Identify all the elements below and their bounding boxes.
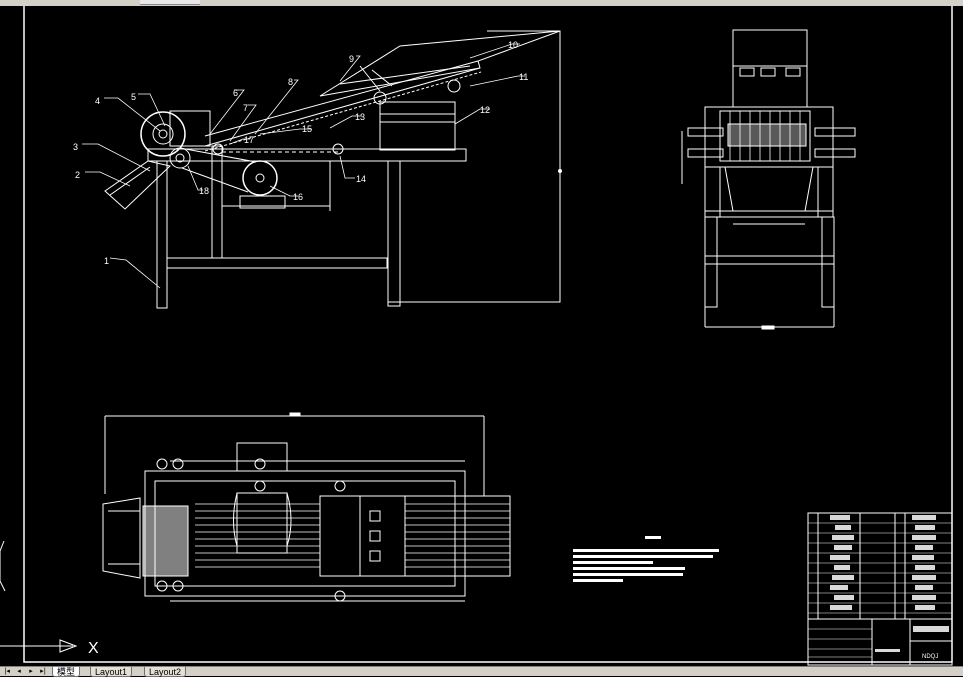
part-label-13: 13 xyxy=(355,112,365,122)
toolbar-fragment[interactable] xyxy=(140,0,200,5)
tab-model[interactable]: 模型 xyxy=(52,667,81,677)
part-label-11: 11 xyxy=(519,72,528,82)
part-label-8: 8 xyxy=(288,77,293,87)
last-tab-button[interactable]: ▸| xyxy=(40,667,46,675)
part-label-5: 5 xyxy=(131,92,136,102)
part-label-1: 1 xyxy=(104,256,109,266)
drawing-canvas[interactable]: 1 2 3 4 5 6 7 8 9 10 11 12 13 14 15 16 1… xyxy=(0,3,963,666)
part-label-18: 18 xyxy=(199,186,209,196)
top-view xyxy=(102,412,511,602)
ucs-icon: X xyxy=(0,540,99,657)
part-label-6: 6 xyxy=(233,88,238,98)
tab-layout2[interactable]: Layout2 xyxy=(144,667,187,677)
title-block: NDQJ xyxy=(807,512,953,666)
ucs-axis-x-label: X xyxy=(88,640,99,657)
part-label-2: 2 xyxy=(75,170,80,180)
layout-tab-bar: |◂ ◂ ▸ ▸| 模型 Layout1 Layout2 xyxy=(0,666,963,677)
part-label-15: 15 xyxy=(302,124,312,134)
front-view xyxy=(681,29,856,330)
part-label-3: 3 xyxy=(73,142,78,152)
part-label-17: 17 xyxy=(244,135,254,145)
technical-notes xyxy=(573,536,719,582)
next-tab-button[interactable]: ▸ xyxy=(29,667,33,675)
part-label-10: 10 xyxy=(508,40,518,50)
part-label-12: 12 xyxy=(480,105,490,115)
first-tab-button[interactable]: |◂ xyxy=(4,667,10,675)
prev-tab-button[interactable]: ◂ xyxy=(17,667,21,675)
part-label-9: 9 xyxy=(349,54,354,64)
part-label-4: 4 xyxy=(95,96,100,106)
top-toolbar-strip xyxy=(0,0,963,6)
title-block-caption: NDQJ xyxy=(922,654,938,660)
part-label-7: 7 xyxy=(243,103,248,113)
part-label-16: 16 xyxy=(293,192,303,202)
tab-layout1[interactable]: Layout1 xyxy=(90,667,133,677)
side-view: 1 2 3 4 5 6 7 8 9 10 11 12 13 14 15 16 1… xyxy=(73,30,562,309)
part-label-14: 14 xyxy=(356,174,366,184)
